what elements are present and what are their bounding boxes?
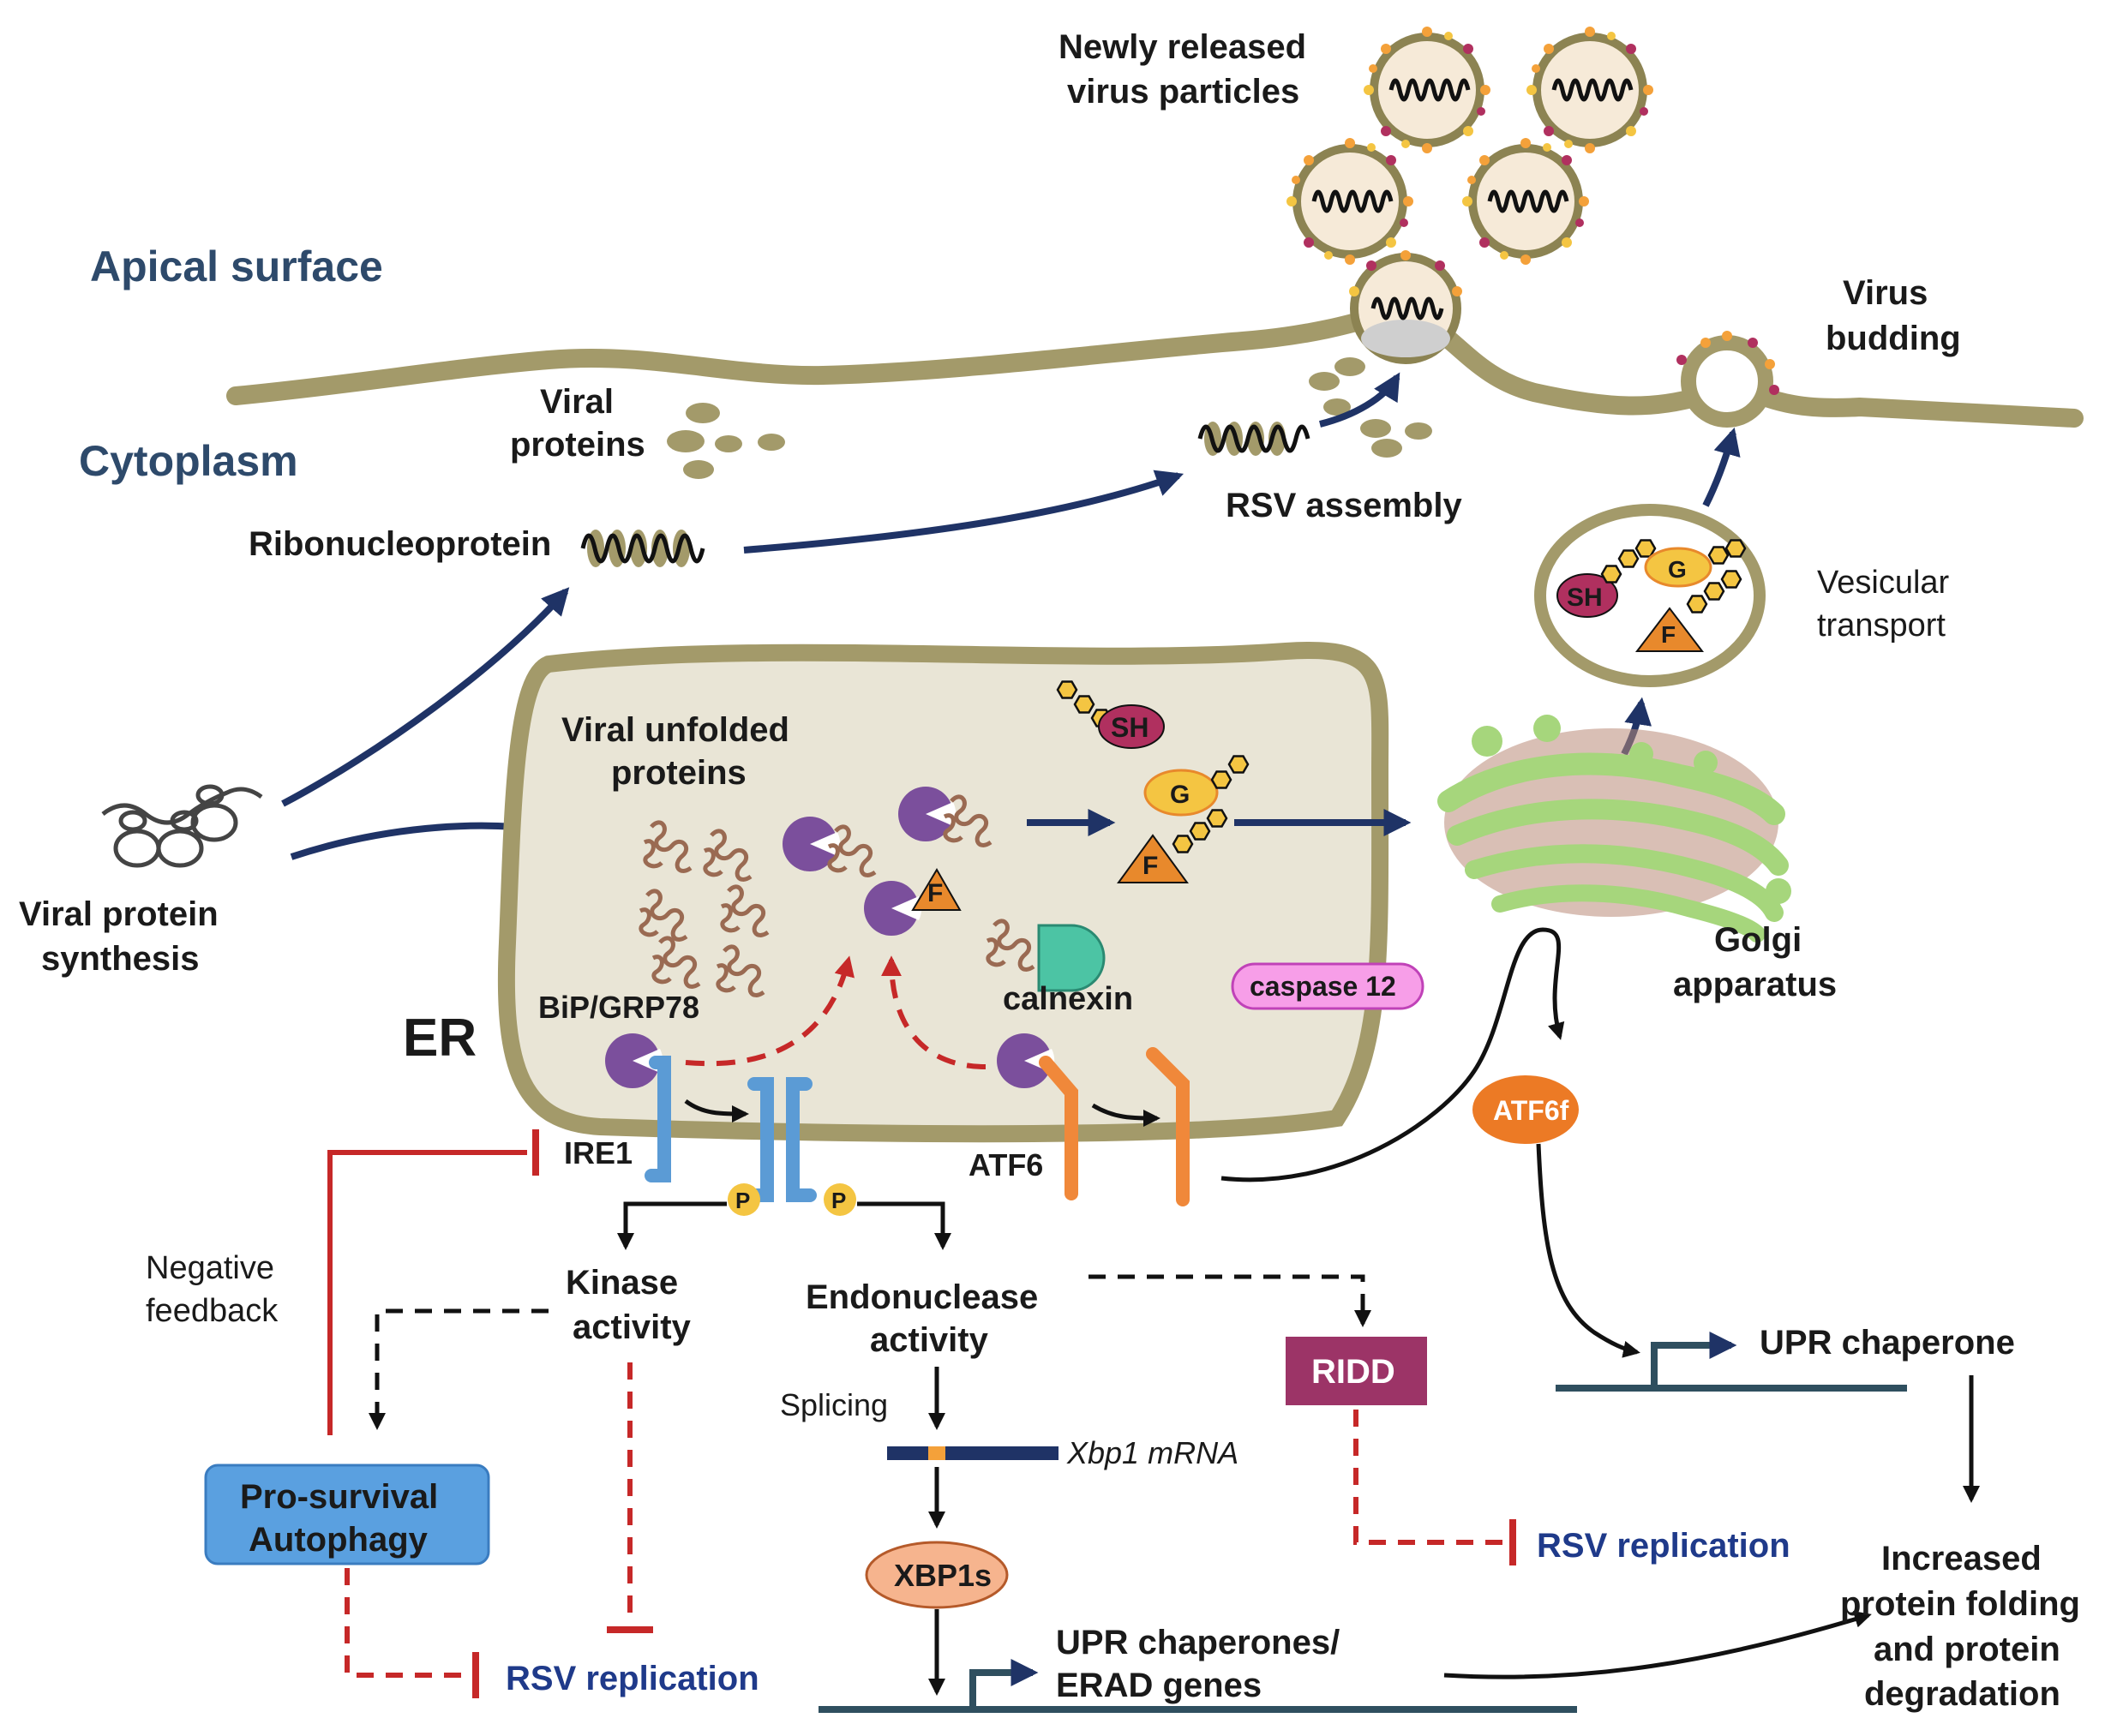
viral-protein-synthesis-label-1: Viral protein bbox=[19, 895, 219, 933]
ridd-arrow bbox=[1088, 1274, 1371, 1327]
ridd-inhibit-line bbox=[1353, 1410, 1504, 1545]
newly-released-label-2: virus particles bbox=[1067, 73, 1299, 111]
kinase-label-2: activity bbox=[573, 1308, 692, 1346]
rsv-replication-label-2: RSV replication bbox=[1537, 1527, 1790, 1565]
apical-surface-label: Apical surface bbox=[90, 242, 383, 290]
virus-budding-label-1: Virus bbox=[1843, 274, 1928, 312]
upr-erad-label-1: UPR chaperones/ bbox=[1056, 1624, 1340, 1661]
bip-bound-proteins: F bbox=[783, 787, 991, 936]
prosurvival-label-1: Pro-survival bbox=[240, 1478, 438, 1516]
newly-released-label-1: Newly released bbox=[1058, 28, 1306, 66]
ribonucleoprotein-icon bbox=[580, 530, 705, 567]
ire1-label: IRE1 bbox=[564, 1135, 633, 1170]
viral-unfolded-label-1: Viral unfolded bbox=[561, 711, 789, 749]
golgi-label-1: Golgi bbox=[1714, 921, 1802, 959]
bip-release-arrows bbox=[685, 955, 987, 1069]
rsv-replication-label-1: RSV replication bbox=[506, 1660, 759, 1697]
upr-chaperone-gene bbox=[1556, 1332, 1907, 1392]
atf6-receptor bbox=[1039, 1047, 1190, 1206]
viral-protein-particles bbox=[667, 403, 785, 479]
virus-budding-label-2: budding bbox=[1826, 320, 1961, 357]
viral-proteins-label-1: Viral bbox=[540, 383, 614, 421]
transport-vesicle: SH G F bbox=[1534, 504, 1766, 687]
phospho-sites: P P bbox=[728, 1183, 856, 1216]
vesicular-label-1: Vesicular bbox=[1817, 565, 1950, 601]
kinase-label-1: Kinase bbox=[566, 1264, 678, 1302]
splicing-label: Splicing bbox=[780, 1387, 888, 1422]
endonuclease-label-1: Endonuclease bbox=[806, 1278, 1038, 1316]
atf6-label: ATF6 bbox=[969, 1147, 1043, 1182]
er-label: ER bbox=[403, 1009, 477, 1068]
f-protein-label-3: F bbox=[1661, 621, 1676, 648]
caspase-12-badge: caspase 12 bbox=[1231, 962, 1424, 1010]
erad-outcome-arrow bbox=[1443, 1611, 1872, 1679]
increased-label-4: degradation bbox=[1864, 1675, 2060, 1713]
phospho-label-2: P bbox=[831, 1188, 846, 1213]
sh-label-1: SH bbox=[1111, 712, 1148, 743]
increased-label-2: protein folding bbox=[1840, 1585, 2080, 1623]
sh-protein: SH bbox=[1056, 680, 1165, 749]
endonuclease-label-2: activity bbox=[870, 1321, 989, 1359]
ire1-receptor bbox=[645, 1056, 817, 1202]
atf6f-badge: ATF6f bbox=[1472, 1075, 1579, 1144]
phospho-label-1: P bbox=[735, 1188, 750, 1213]
atf6-transit-arrow bbox=[1091, 1103, 1160, 1127]
xbp1s-label: XBP1s bbox=[894, 1558, 992, 1593]
viral-proteins-label-2: proteins bbox=[510, 426, 645, 464]
golgi-apparatus bbox=[1437, 715, 1791, 943]
rsv-assembly-icon bbox=[1197, 357, 1432, 458]
atf6f-label: ATF6f bbox=[1493, 1095, 1569, 1126]
increased-label-1: Increased bbox=[1881, 1540, 2042, 1577]
cytoplasm-label: Cytoplasm bbox=[79, 437, 298, 485]
calnexin-icon bbox=[987, 921, 1106, 992]
prosurvival-autophagy-box: Pro-survival Autophagy bbox=[204, 1464, 490, 1565]
ridd-box: RIDD bbox=[1286, 1337, 1427, 1405]
increased-label-3: and protein bbox=[1874, 1631, 2060, 1668]
kinase-autophagy-arrow bbox=[369, 1308, 549, 1430]
endonuclease-arrow bbox=[857, 1201, 951, 1250]
sh-label-2: SH bbox=[1567, 584, 1603, 612]
apical-membrane bbox=[226, 298, 2084, 428]
negative-feedback-label-1: Negative bbox=[146, 1250, 274, 1286]
bip-label: BiP/GRP78 bbox=[538, 990, 699, 1025]
viral-unfolded-label-2: proteins bbox=[611, 754, 747, 792]
viral-protein-synthesis-label-2: synthesis bbox=[41, 940, 200, 978]
atf6-golgi-arrow bbox=[1220, 927, 1565, 1182]
upr-erad-gene bbox=[819, 1659, 1577, 1713]
calnexin-label: calnexin bbox=[1003, 981, 1133, 1017]
caspase-12-label: caspase 12 bbox=[1250, 971, 1396, 1002]
kinase-arrow bbox=[617, 1201, 727, 1250]
f-protein-label-2: F bbox=[1142, 852, 1158, 880]
upr-erad-label-2: ERAD genes bbox=[1056, 1667, 1262, 1704]
rsv-assembly-label: RSV assembly bbox=[1226, 487, 1462, 524]
ire1-dimerization-arrow bbox=[684, 1098, 749, 1122]
prosurvival-label-2: Autophagy bbox=[249, 1521, 429, 1559]
xbp1-mrna-label: Xbp1 mRNA bbox=[1066, 1435, 1238, 1470]
released-virus-particles bbox=[1286, 27, 1653, 265]
xbp1s-badge: XBP1s bbox=[865, 1541, 1009, 1609]
g-label-1: G bbox=[1170, 781, 1190, 809]
vesicular-label-2: transport bbox=[1817, 608, 1946, 644]
negative-feedback-line bbox=[327, 1150, 527, 1435]
autophagy-inhibit-line bbox=[345, 1568, 467, 1678]
g-label-2: G bbox=[1668, 556, 1687, 583]
xbp1-mrna bbox=[887, 1446, 1058, 1460]
upr-chaperone-label: UPR chaperone bbox=[1760, 1324, 2015, 1362]
ribosome-icon bbox=[101, 784, 263, 868]
negative-feedback-label-2: feedback bbox=[146, 1293, 279, 1329]
golgi-label-2: apparatus bbox=[1673, 966, 1837, 1003]
budding-virion bbox=[1349, 250, 1462, 364]
f-protein-label-1: F bbox=[927, 879, 943, 907]
ridd-label: RIDD bbox=[1311, 1353, 1395, 1391]
atf6f-nucleus-arrow bbox=[1536, 1143, 1640, 1358]
virus-bud bbox=[1676, 331, 1779, 428]
g-f-proteins: G F bbox=[1117, 755, 1250, 883]
ribonucleoprotein-label: Ribonucleoprotein bbox=[249, 525, 551, 563]
